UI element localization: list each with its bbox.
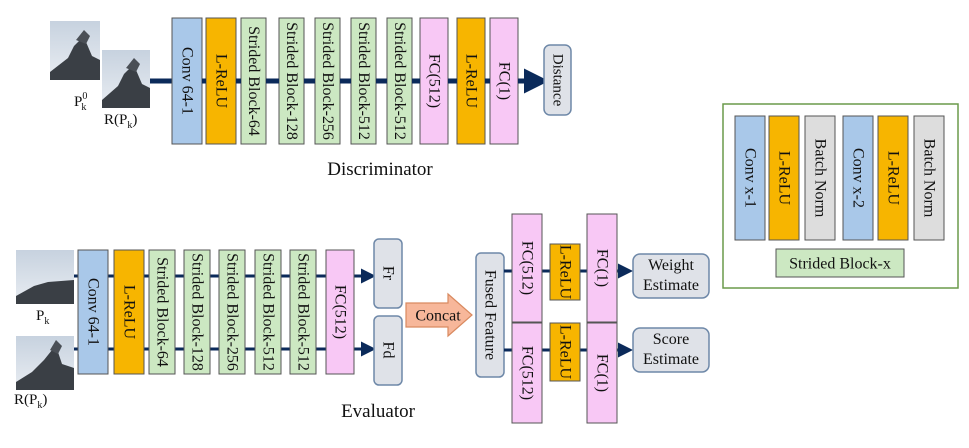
legend-block-batch-norm-2: Batch Norm — [804, 115, 836, 241]
input-image-p0 — [50, 21, 100, 80]
head0-block-fc-512-0-label: FC(512) — [519, 241, 536, 295]
head0-block-l-relu-1-label: L-ReLU — [557, 245, 574, 300]
head1-block-l-relu-1: L-ReLU — [549, 322, 581, 382]
disc-block-conv-64-1-0: Conv 64-1 — [171, 17, 203, 145]
feature-fr-label: Fr — [380, 266, 397, 281]
head0-block-fc-1-2-label: FC(1) — [594, 249, 611, 287]
distance-label: Distance — [550, 54, 566, 107]
head0-block-l-relu-1: L-ReLU — [549, 243, 581, 301]
eval-block-fc-512-7-label: FC(512) — [332, 285, 349, 339]
strided-block-legend: Conv x-1 L-ReLU Batch Norm Conv x-2 L-ReLU Ba… — [722, 103, 959, 289]
eval-block-strided-block-128-3-label: Strided Block-128 — [189, 253, 206, 371]
eval-block-strided-block-64-2-label: Strided Block-64 — [154, 257, 171, 367]
legend-block-batch-norm-2-label: Batch Norm — [812, 139, 829, 218]
discriminator-caption: Discriminator — [327, 159, 433, 180]
disc-block-strided-block-512-6: Strided Block-512 — [386, 17, 413, 145]
eval-block-strided-block-512-6-label: Strided Block-512 — [295, 253, 312, 371]
eval-block-strided-block-64-2: Strided Block-64 — [148, 249, 176, 375]
input-image-pk — [16, 250, 74, 304]
legend-block-conv-x-2-3-label: Conv x-2 — [850, 148, 867, 208]
score-estimate-line1: Score — [653, 331, 689, 348]
head1-block-l-relu-1-label: L-ReLU — [557, 325, 574, 380]
weight-estimate-box: Weight Estimate — [632, 253, 710, 299]
eval-block-strided-block-512-5: Strided Block-512 — [254, 249, 282, 375]
concat-label: Concat — [415, 308, 461, 325]
legend-block-batch-norm-5: Batch Norm — [913, 115, 945, 241]
disc-block-strided-block-512-5-label: Strided Block-512 — [355, 22, 372, 140]
feature-fd-box: Fd — [373, 315, 403, 386]
disc-block-l-relu-1: L-ReLU — [205, 17, 237, 145]
disc-block-l-relu-8: L-ReLU — [456, 17, 486, 145]
head1-block-fc-512-0-label: FC(512) — [519, 346, 536, 400]
disc-block-fc-1-9: FC(1) — [489, 17, 519, 145]
legend-block-conv-x-1-0: Conv x-1 — [734, 115, 766, 241]
score-estimate-line2: Estimate — [643, 351, 699, 368]
weight-estimate-line2: Estimate — [643, 277, 699, 294]
head1-block-fc-1-2-label: FC(1) — [594, 354, 611, 392]
disc-block-strided-block-64-2-label: Strided Block-64 — [245, 26, 262, 136]
eval-block-strided-block-512-5-label: Strided Block-512 — [260, 253, 277, 371]
fused-feature-box: Fused Feature — [475, 252, 505, 378]
input-label-rpk: R(Pk) — [14, 392, 47, 411]
legend-block-l-relu-4-label: L-ReLU — [885, 151, 902, 206]
head1-block-fc-512-0: FC(512) — [511, 322, 543, 424]
evaluator-caption: Evaluator — [341, 401, 416, 422]
disc-block-fc-512-7-label: FC(512) — [426, 54, 443, 108]
legend-block-conv-x-2-3: Conv x-2 — [842, 115, 874, 241]
eval-block-fc-512-7: FC(512) — [325, 249, 355, 375]
head1-block-fc-1-2: FC(1) — [586, 322, 618, 424]
eval-block-strided-block-512-6: Strided Block-512 — [289, 249, 317, 375]
disc-block-conv-64-1-0-label: Conv 64-1 — [179, 47, 196, 115]
disc-block-l-relu-1-label: L-ReLU — [213, 54, 230, 109]
input-image-rpk — [16, 336, 74, 390]
head0-block-fc-512-0: FC(512) — [511, 213, 543, 323]
disc-block-fc-512-7: FC(512) — [419, 17, 449, 145]
eval-block-conv-64-1-0-label: Conv 64-1 — [85, 278, 102, 346]
disc-block-strided-block-256-4: Strided Block-256 — [314, 17, 341, 145]
eval-block-strided-block-128-3: Strided Block-128 — [183, 249, 211, 375]
disc-block-strided-block-128-3: Strided Block-128 — [278, 17, 305, 145]
eval-block-l-relu-1-label: L-ReLU — [121, 285, 138, 340]
disc-block-strided-block-256-4-label: Strided Block-256 — [319, 22, 336, 140]
disc-block-l-relu-8-label: L-ReLU — [463, 54, 480, 109]
input-image-r — [102, 50, 150, 108]
disc-block-strided-block-128-3-label: Strided Block-128 — [283, 22, 300, 140]
legend-block-l-relu-1-label: L-ReLU — [776, 151, 793, 206]
eval-block-conv-64-1-0: Conv 64-1 — [77, 249, 109, 375]
legend-block-l-relu-4: L-ReLU — [877, 115, 909, 241]
weight-estimate-line1: Weight — [648, 257, 694, 274]
legend-block-conv-x-1-0-label: Conv x-1 — [742, 148, 759, 208]
eval-block-l-relu-1: L-ReLU — [113, 249, 145, 375]
disc-block-strided-block-512-6-label: Strided Block-512 — [391, 22, 408, 140]
disc-block-strided-block-64-2: Strided Block-64 — [240, 17, 267, 145]
disc-block-fc-1-9-label: FC(1) — [496, 62, 513, 100]
head0-block-fc-1-2: FC(1) — [586, 213, 618, 323]
legend-block-batch-norm-5-label: Batch Norm — [921, 139, 938, 218]
fused-feature-label: Fused Feature — [482, 270, 499, 360]
eval-block-strided-block-256-4: Strided Block-256 — [218, 249, 246, 375]
eval-block-strided-block-256-4-label: Strided Block-256 — [224, 253, 241, 371]
strided-block-caption: Strided Block-x — [789, 256, 891, 273]
disc-block-strided-block-512-5: Strided Block-512 — [350, 17, 377, 145]
input-label-pk: Pk — [36, 308, 49, 327]
legend-block-l-relu-1: L-ReLU — [768, 115, 800, 241]
feature-fr-box: Fr — [373, 238, 403, 309]
feature-fd-label: Fd — [380, 342, 397, 359]
distance-output-box: Distance — [543, 44, 572, 116]
score-estimate-box: Score Estimate — [632, 327, 710, 373]
input-label-r: R(Pk) — [104, 112, 137, 131]
concat-arrow: Concat — [405, 292, 473, 338]
